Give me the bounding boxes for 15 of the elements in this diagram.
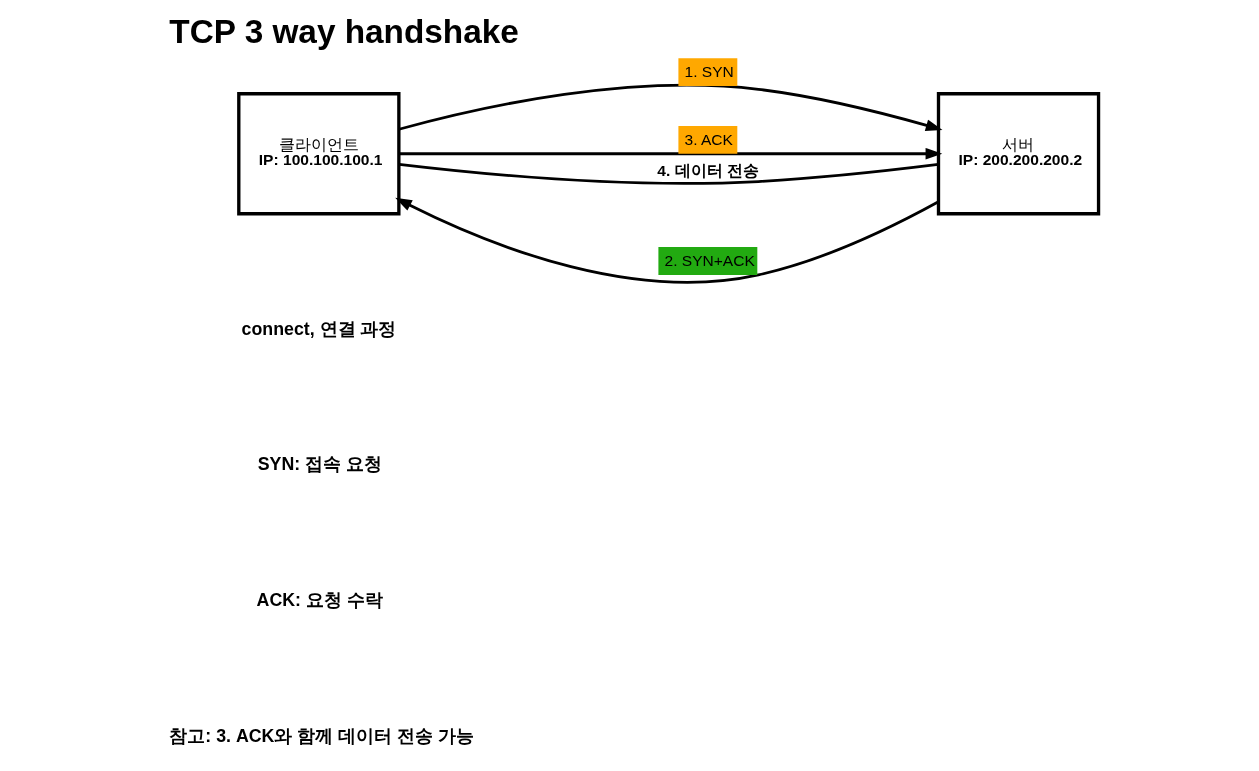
edge-label: 2. SYN+ACK — [664, 251, 755, 269]
arrow — [395, 197, 940, 284]
edge-label: 1. SYN — [684, 62, 734, 80]
edge-label: 3. ACK — [684, 130, 733, 148]
diagram-title: TCP 3 way handshake — [169, 12, 519, 50]
label: SYN: 접속 요청 — [257, 454, 383, 475]
label: 참고: 3. ACK와 함께 데이터 전송 가능 — [169, 725, 475, 746]
arrow — [398, 83, 943, 131]
edge-label: 4. 데이터 전송 — [657, 162, 759, 180]
node-box: 클라이언트 IP: 100.100.100.1 — [237, 92, 401, 216]
label: connect, 연결 과정 — [241, 318, 397, 339]
arrow — [398, 147, 943, 160]
node-box: 서버 IP: 200.200.200.2 — [936, 92, 1101, 216]
connector — [398, 162, 939, 185]
label: ACK: 요청 수락 — [256, 589, 383, 610]
